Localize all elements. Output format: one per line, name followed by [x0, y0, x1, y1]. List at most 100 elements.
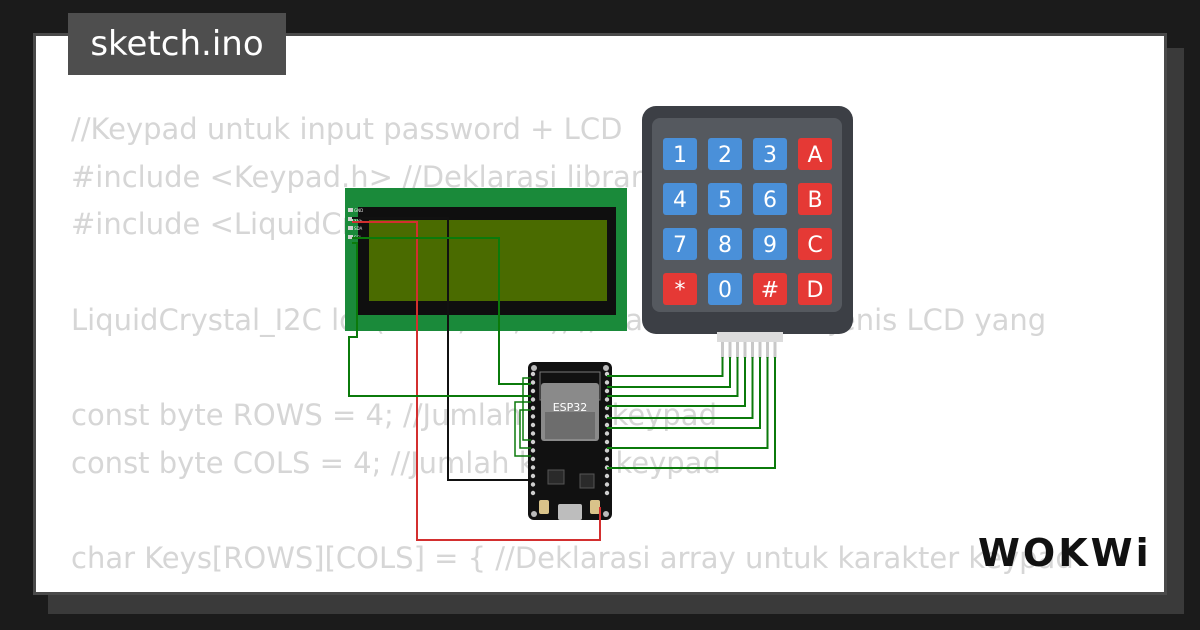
key-cap: [753, 273, 787, 305]
reset-button[interactable]: [590, 500, 600, 514]
mount-hole-icon: [531, 511, 537, 517]
esp32-pin[interactable]: [530, 380, 536, 385]
lcd-pin[interactable]: [348, 208, 353, 212]
wokwi-logo-text: WOKWi: [978, 531, 1150, 575]
keypad-pin[interactable]: [773, 342, 777, 358]
key-label: #: [761, 278, 779, 303]
key-cap: [708, 138, 742, 170]
esp32-pin[interactable]: [604, 422, 610, 428]
esp32-label: ESP32: [553, 401, 588, 414]
keypad-pin[interactable]: [736, 342, 739, 358]
esp32-pin[interactable]: [530, 431, 536, 436]
key-9[interactable]: 9: [753, 228, 787, 260]
esp32-pin[interactable]: [604, 388, 610, 394]
keypad-pin[interactable]: [721, 342, 724, 358]
lcd-pin[interactable]: [348, 226, 353, 230]
key-*[interactable]: *: [663, 273, 697, 305]
key-6[interactable]: 6: [753, 183, 787, 215]
esp32-pin[interactable]: [604, 397, 610, 402]
key-cap: [663, 183, 697, 215]
key-cap: [708, 183, 742, 215]
esp32-pin[interactable]: [530, 439, 536, 445]
keypad-wire: [607, 357, 754, 419]
keypad-pin[interactable]: [751, 342, 754, 358]
key-D[interactable]: D: [798, 273, 832, 305]
key-B[interactable]: B: [798, 183, 832, 215]
esp32-pin[interactable]: [604, 473, 610, 479]
esp32-pin[interactable]: [604, 456, 610, 462]
code-line: char Keys[ROWS][COLS] = { //Deklarasi ar…: [71, 541, 1074, 576]
keypad-connector: [717, 332, 783, 342]
esp32-pin[interactable]: [530, 405, 536, 411]
code-line: //Keypad untuk input password + LCD: [71, 112, 623, 146]
keypad-face: [652, 118, 842, 312]
keypad-pin[interactable]: [758, 342, 762, 358]
key-3[interactable]: 3: [753, 138, 787, 170]
key-1[interactable]: 1: [663, 138, 697, 170]
esp32-pin[interactable]: [530, 490, 536, 496]
keypad-pin[interactable]: [743, 342, 747, 358]
esp32-pin[interactable]: [530, 371, 536, 377]
key-label: 7: [673, 233, 687, 258]
esp32-pin[interactable]: [604, 490, 610, 496]
mount-hole-icon: [531, 365, 537, 371]
esp32-pin[interactable]: [604, 439, 610, 445]
lcd-pin-label: VCC: [354, 217, 363, 222]
lcd-pin[interactable]: [348, 235, 353, 239]
esp32-pin[interactable]: [530, 473, 536, 479]
keypad-pin[interactable]: [728, 342, 732, 358]
esp32-pin[interactable]: [530, 482, 536, 487]
keypad-wire: [607, 357, 776, 469]
key-label: 3: [763, 143, 777, 168]
esp32-pin[interactable]: [604, 380, 610, 385]
esp32-board[interactable]: ESP32: [528, 362, 612, 520]
wire-vcc: [352, 221, 601, 541]
key-8[interactable]: 8: [708, 228, 742, 260]
boot-button[interactable]: [539, 500, 549, 514]
key-7[interactable]: 7: [663, 228, 697, 260]
wire-sda: [352, 237, 531, 385]
key-C[interactable]: C: [798, 228, 832, 260]
key-0[interactable]: 0: [708, 273, 742, 305]
key-#[interactable]: #: [753, 273, 787, 305]
key-A[interactable]: A: [798, 138, 832, 170]
key-label: D: [807, 278, 824, 303]
key-cap: [753, 183, 787, 215]
key-2[interactable]: 2: [708, 138, 742, 170]
esp32-pin[interactable]: [530, 397, 536, 402]
key-label: 0: [718, 278, 732, 303]
key-cap: [663, 228, 697, 260]
key-4[interactable]: 4: [663, 183, 697, 215]
key-cap: [753, 228, 787, 260]
esp32-pin[interactable]: [530, 448, 536, 453]
wires: [348, 217, 776, 541]
esp32-pin[interactable]: [530, 388, 536, 394]
key-label: *: [675, 278, 686, 303]
esp32-pin[interactable]: [530, 465, 536, 470]
usb-port[interactable]: [558, 504, 582, 520]
key-5[interactable]: 5: [708, 183, 742, 215]
key-label: 5: [718, 188, 732, 213]
key-cap: [753, 138, 787, 170]
key-label: 8: [718, 233, 732, 258]
esp32-pin[interactable]: [604, 482, 610, 487]
esp32-pin[interactable]: [604, 448, 610, 453]
key-cap: [708, 228, 742, 260]
esp32-pin[interactable]: [530, 456, 536, 462]
key-label: 9: [763, 233, 777, 258]
esp32-regulator: [547, 469, 565, 485]
keypad-wire: [607, 357, 761, 429]
esp32-antenna: [539, 371, 601, 401]
file-name-tab[interactable]: sketch.ino: [68, 13, 286, 75]
key-cap: [798, 183, 832, 215]
wokwi-logo: WOKWi: [978, 531, 1150, 575]
keypad-pin[interactable]: [766, 342, 769, 358]
esp32-pin[interactable]: [530, 422, 536, 428]
esp32-pin[interactable]: [530, 414, 536, 419]
esp32-pin[interactable]: [604, 431, 610, 436]
lcd-pin[interactable]: [348, 217, 353, 221]
